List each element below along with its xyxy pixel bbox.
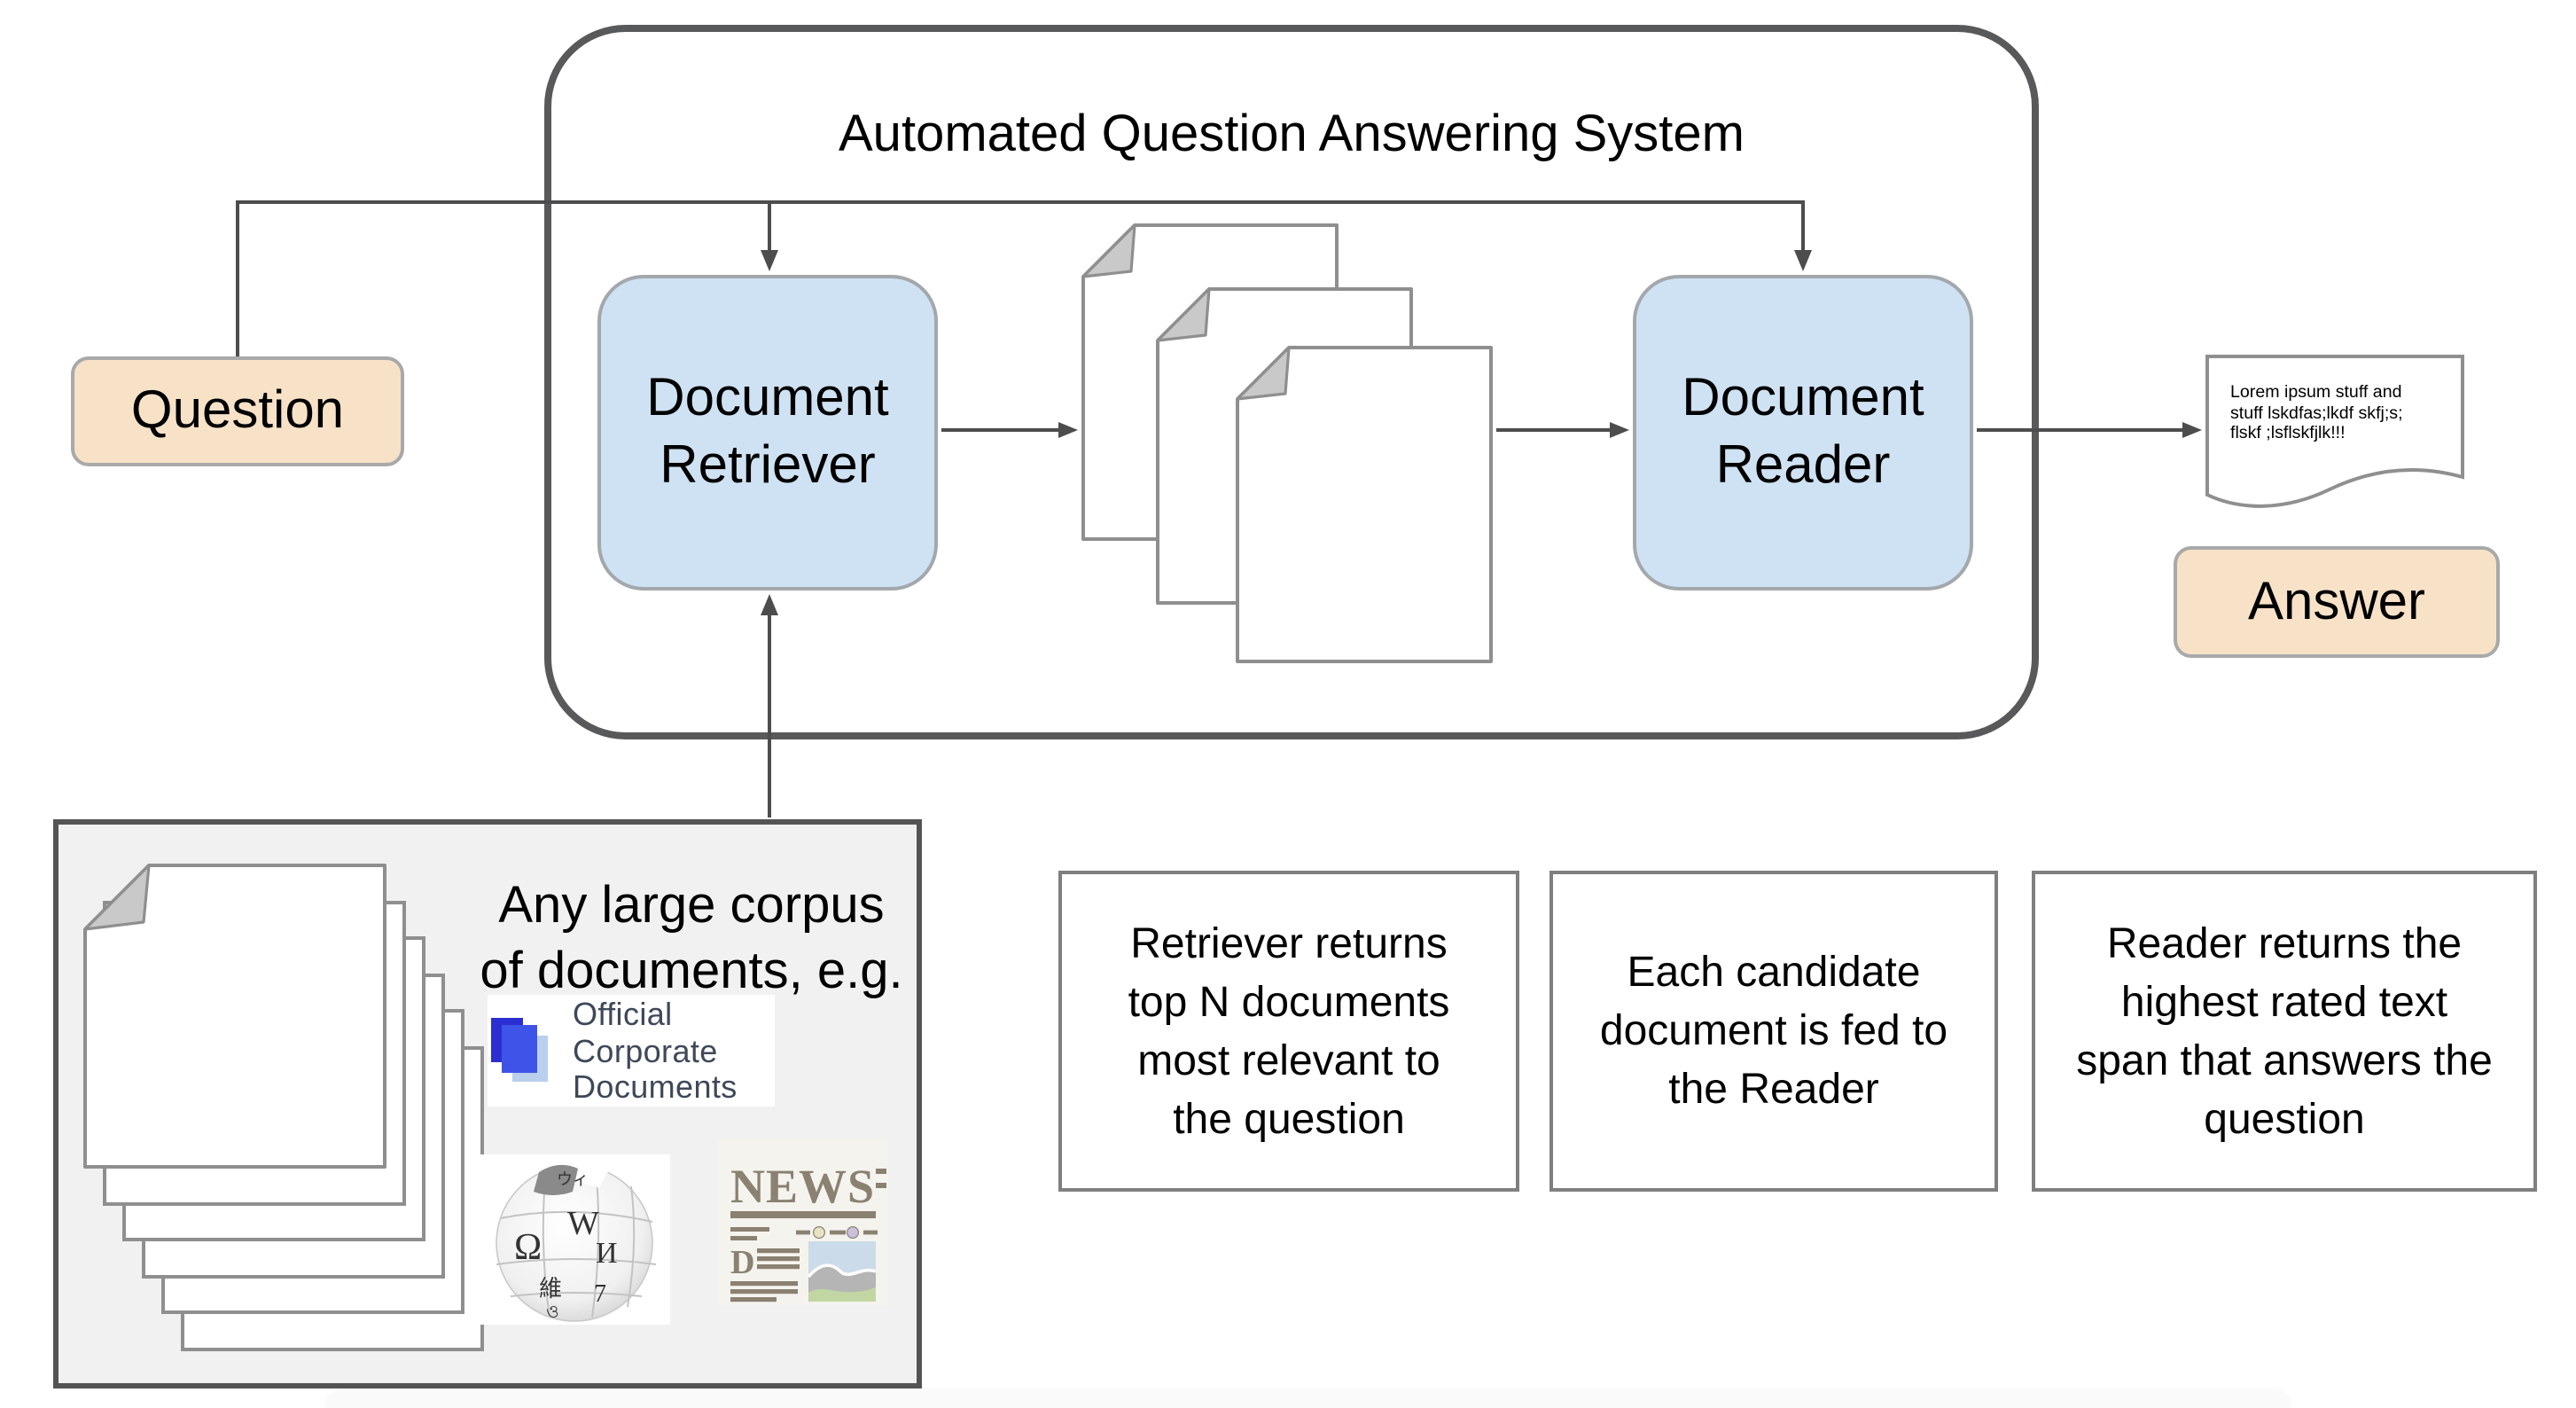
note-retriever-line3: most relevant to (1137, 1036, 1440, 1084)
logo-line1: Official (573, 997, 673, 1032)
wavy-document-icon (2205, 355, 2464, 508)
snippet-text: Lorem ipsum stuff and stuff lskdfas;lkdf… (2230, 383, 2403, 445)
logo-square-mid-icon (502, 1025, 537, 1073)
folded-corner-icon (83, 864, 151, 931)
wiki-glyph-wei: 維 (539, 1276, 562, 1302)
wikipedia-globe-icon: ウィ W Ω И 維 7 ও (479, 1154, 670, 1325)
bottom-rounded-bar (326, 1390, 2291, 1408)
folded-corner-icon (1236, 346, 1291, 401)
document-reader-node: Document Reader (1633, 275, 1973, 591)
note-reader-line3: span that answers the (2076, 1036, 2493, 1084)
wiki-glyph-top: ウィ (557, 1170, 589, 1188)
answer-snippet-document: Lorem ipsum stuff and stuff lskdfas;lkdf… (2205, 355, 2464, 511)
snippet-line1: Lorem ipsum stuff and (2230, 383, 2402, 403)
news-icon: NEWS D (718, 1138, 888, 1305)
note-candidate: Each candidate document is fed to the Re… (1550, 871, 1998, 1192)
note-candidate-line2: document is fed to (1599, 1007, 1948, 1055)
folded-corner-icon (1081, 223, 1136, 278)
wiki-glyph-omega: Ω (514, 1227, 542, 1268)
reader-label-line1: Document (1682, 369, 1924, 427)
note-reader-line2: highest rated text (2120, 978, 2448, 1026)
reader-label-line2: Reader (1715, 436, 1891, 495)
official-corporate-documents-logo: Official Corporate Documents (488, 995, 775, 1107)
document-retriever-node: Document Retriever (597, 275, 938, 591)
note-reader: Reader returns the highest rated text sp… (2032, 871, 2537, 1192)
corpus-sheet-top (83, 864, 386, 1169)
note-retriever-line2: top N documents (1128, 978, 1450, 1026)
corpus-heading-line1: Any large corpus (498, 878, 885, 935)
question-label: Question (130, 381, 345, 440)
wiki-glyph-seven: 7 (594, 1280, 606, 1308)
retriever-label-line2: Retriever (660, 436, 876, 495)
retriever-label-line1: Document (646, 369, 889, 427)
news-masthead: NEWS (730, 1160, 875, 1213)
note-reader-line1: Reader returns the (2106, 919, 2463, 967)
note-reader-line4: question (2204, 1095, 2365, 1143)
missing-puzzle-piece (534, 1164, 578, 1195)
snippet-line3: flskf ;lsflskfjlk!!! (2230, 424, 2346, 444)
corpus-box: Any large corpus of documents, e.g. Offi… (53, 819, 922, 1388)
diagram-title: Automated Question Answering System (839, 106, 1745, 163)
note-retriever-line1: Retriever returns (1130, 919, 1448, 967)
logo-text: Official Corporate Documents (573, 997, 738, 1106)
corpus-heading-line2: of documents, e.g. (480, 943, 903, 1000)
corpus-heading: Any large corpus of documents, e.g. (434, 874, 948, 1005)
snippet-line2: stuff lskdfas;lkdf skfj;s; (2230, 403, 2403, 424)
wiki-glyph-i: И (596, 1237, 618, 1270)
question-node: Question (71, 356, 404, 466)
wiki-glyph-w: W (567, 1205, 599, 1242)
note-retriever: Retriever returns top N documents most r… (1058, 871, 1519, 1192)
logo-line2: Corporate (573, 1033, 718, 1068)
system-boundary-box: Automated Question Answering System (544, 25, 2039, 739)
candidate-document-front (1236, 346, 1493, 663)
note-candidate-line1: Each candidate (1627, 949, 1921, 997)
news-dropcap: D (730, 1244, 754, 1281)
news-photo (807, 1241, 877, 1302)
answer-label: Answer (2247, 572, 2426, 630)
arrowhead-into-result-doc (2182, 422, 2202, 438)
note-retriever-line4: the question (1173, 1095, 1405, 1143)
folded-corner-icon (1156, 287, 1211, 342)
wiki-glyph-bottom: ও (546, 1302, 559, 1322)
note-candidate-line3: the Reader (1668, 1066, 1879, 1114)
logo-line3: Documents (573, 1069, 738, 1105)
answer-node: Answer (2174, 546, 2500, 658)
